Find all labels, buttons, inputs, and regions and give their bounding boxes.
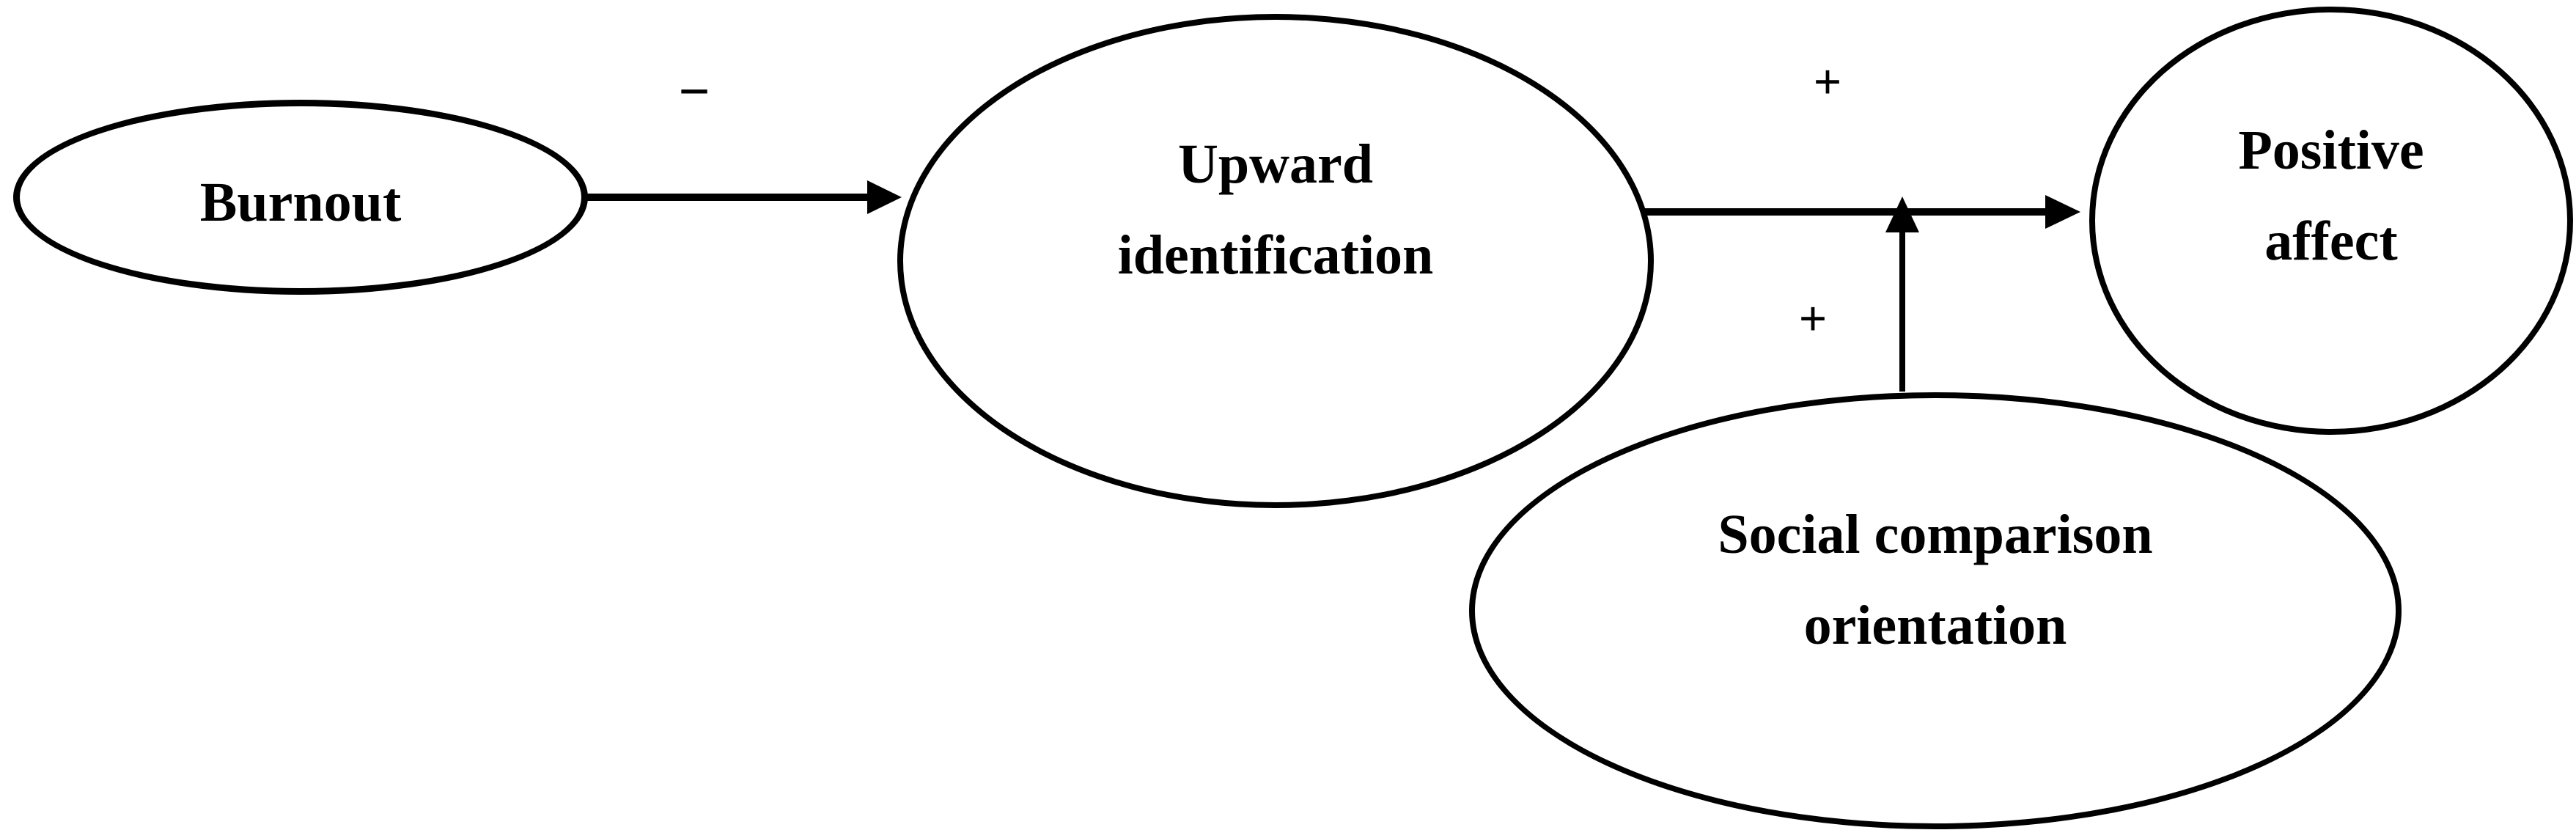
burnout-label: Burnout [13, 157, 588, 248]
upward-identification-label-line1: Upward [1177, 133, 1374, 195]
social-comparison-orientation-label: Social comparison orientation [1469, 489, 2402, 671]
plus-sign-upper-label: + [1813, 54, 1842, 109]
positive-affect-label-line1: Positive [2238, 120, 2424, 181]
arrow-burnout-to-upward [586, 180, 902, 214]
upward-identification-label: Upward identification [897, 119, 1654, 301]
burnout-node [13, 100, 588, 295]
arrowhead-right-icon [2045, 195, 2080, 229]
upward-identification-node [897, 14, 1654, 508]
social-comparison-orientation-label-line2: orientation [1803, 595, 2067, 656]
arrowhead-right-icon [867, 180, 902, 214]
minus-sign-label: − [678, 61, 710, 122]
positive-affect-label: Positive affect [2089, 105, 2573, 287]
positive-affect-label-line2: affect [2264, 210, 2398, 272]
burnout-label-text: Burnout [199, 172, 402, 233]
positive-affect-node [2089, 7, 2573, 435]
arrow-upward-to-positive [1642, 195, 2080, 229]
arrowhead-up-icon [1885, 197, 1919, 232]
plus-sign-moderation-label: + [1798, 290, 1828, 346]
social-comparison-orientation-label-line1: Social comparison [1718, 504, 2153, 565]
social-comparison-orientation-node [1469, 392, 2402, 829]
arrow-social-moderation [1885, 197, 1919, 392]
upward-identification-label-line2: identification [1117, 224, 1434, 286]
